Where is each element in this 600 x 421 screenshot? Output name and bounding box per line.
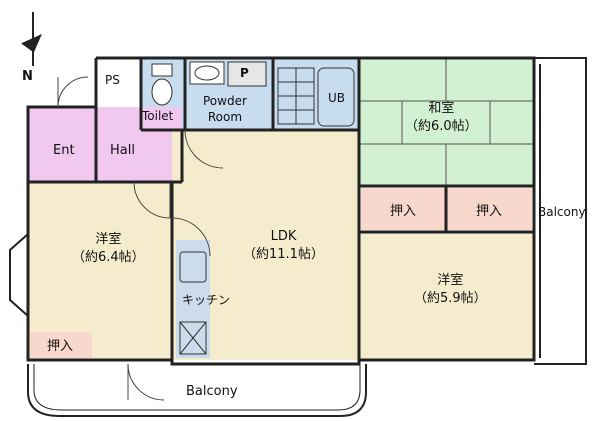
toilet-label: Toilet: [142, 109, 174, 123]
ldk-label: LDK （約11.1帖）: [243, 228, 324, 263]
washitsu-line1: 和室: [428, 101, 455, 116]
youshitsu-left-line2: （約6.4帖）: [72, 249, 145, 265]
closet-1: [361, 188, 445, 230]
bathtub: [317, 67, 355, 127]
closet-1-label: 押入: [390, 204, 417, 219]
door-swings: [57, 76, 224, 401]
hall: [96, 107, 182, 182]
youshitsu-right-room: [359, 232, 534, 360]
entrance-label: Ent: [53, 143, 75, 158]
kitchen-label: キッチン: [182, 293, 231, 307]
closet-2-label: 押入: [476, 204, 503, 219]
tatami-grid: [359, 58, 534, 186]
washitsu-line2: （約6.0帖）: [405, 118, 478, 134]
balcony-right: [534, 57, 587, 365]
bath-floor-grid: [277, 67, 315, 125]
bay-window: [9, 233, 29, 317]
walls: [26, 56, 536, 366]
north-label: N: [22, 69, 33, 84]
youshitsu-left-label: 洋室 （約6.4帖）: [72, 231, 145, 266]
ps-label: PS: [105, 73, 120, 87]
washitsu-label: 和室 （約6.0帖）: [405, 100, 478, 135]
ub-label: UB: [328, 91, 346, 105]
youshitsu-right-label: 洋室 （約5.9帖）: [414, 272, 487, 307]
youshitsu-right-line2: （約5.9帖）: [414, 290, 487, 306]
kitchen-fixtures: [179, 251, 207, 355]
closet-2: [447, 188, 532, 230]
youshitsu-left-line1: 洋室: [95, 232, 122, 247]
closet-3: [30, 332, 92, 358]
balcony-bottom-label: Balcony: [186, 384, 238, 399]
ldk-line1: LDK: [270, 229, 297, 244]
washer-label: P: [240, 66, 249, 80]
closet-3-label: 押入: [47, 339, 74, 354]
sink-icon: [189, 61, 225, 85]
powder-line1: Powder: [203, 94, 247, 108]
washer-pan: [227, 61, 267, 87]
balcony-bottom: [27, 364, 367, 417]
youshitsu-left-room: [28, 182, 172, 360]
north-arrow-icon: [21, 12, 42, 66]
balcony-bottom-inner: [33, 364, 361, 411]
toilet-icon: [151, 63, 173, 106]
balcony-right-label: Balcony: [538, 205, 586, 219]
hall-label: Hall: [110, 143, 135, 158]
powder-line2: Room: [207, 110, 243, 125]
entrance: [28, 107, 96, 182]
youshitsu-right-line1: 洋室: [437, 273, 464, 288]
ldk-line2: （約11.1帖）: [243, 246, 324, 262]
